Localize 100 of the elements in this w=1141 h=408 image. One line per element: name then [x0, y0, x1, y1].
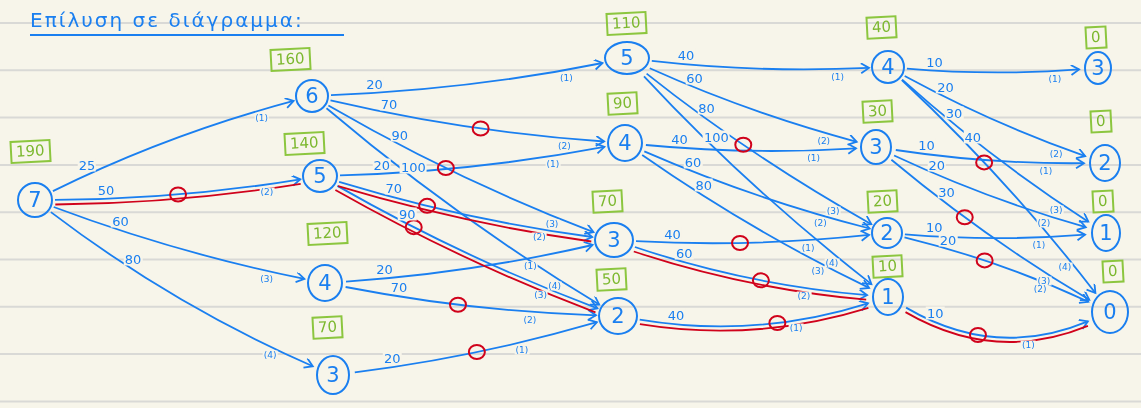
decision-index: (1) — [559, 73, 574, 83]
arrow — [893, 154, 1087, 231]
edge-label: 40 — [676, 48, 696, 62]
value-box: 110 — [605, 10, 648, 36]
edge-label: 80 — [123, 252, 143, 266]
state-circle: 3 — [1084, 51, 1112, 85]
decision-index: (2) — [1036, 218, 1052, 228]
decision-index: (1) — [1038, 166, 1054, 176]
arrow — [330, 58, 604, 97]
state-circle: 5 — [604, 41, 650, 75]
state-circle: 6 — [295, 79, 329, 113]
decision-index: (1) — [806, 153, 822, 163]
edge-label: 70 — [379, 97, 399, 111]
arrow — [353, 318, 598, 374]
edge-label: 60 — [683, 155, 703, 169]
edge-label: 80 — [697, 101, 716, 115]
edge-label: 40 — [963, 130, 983, 144]
decision-index: (1) — [1021, 340, 1036, 350]
arrow — [645, 142, 857, 155]
decision-index: (1) — [254, 113, 269, 123]
arrow — [325, 107, 601, 306]
arrow — [52, 97, 295, 192]
state-circle: 4 — [307, 264, 343, 302]
edge-label: 20 — [936, 80, 955, 94]
edge-label: 20 — [938, 233, 958, 247]
decision-index: (2) — [532, 232, 547, 242]
value-box: 70 — [591, 189, 624, 214]
value-box: 0 — [1101, 259, 1125, 284]
value-box: 30 — [861, 99, 894, 124]
decision-index: (1) — [1047, 74, 1063, 84]
value-box: 70 — [311, 315, 344, 340]
edge-label: 60 — [675, 246, 694, 260]
arrow — [52, 206, 306, 284]
arrow — [339, 142, 606, 177]
arrow — [643, 75, 873, 285]
edge-label: 20 — [375, 262, 394, 276]
decision-index: (2) — [259, 188, 275, 197]
value-box: 90 — [606, 91, 639, 116]
decision-index: (2) — [816, 136, 832, 146]
arrow — [903, 236, 1090, 304]
optimal-path-line — [639, 307, 870, 332]
decision-index: (2) — [522, 315, 538, 325]
decision-index: (3) — [825, 206, 841, 216]
arrow — [641, 154, 870, 290]
value-box: 190 — [9, 138, 52, 164]
decision-index: (1) — [545, 159, 561, 169]
edge-label: 90 — [398, 207, 417, 221]
edge-label: 40 — [670, 132, 689, 146]
value-box: 140 — [283, 130, 326, 156]
state-circle: 2 — [871, 217, 903, 249]
decision-index: (2) — [813, 218, 828, 228]
edge-label: 70 — [389, 280, 409, 294]
decision-index: (1) — [800, 243, 816, 253]
value-box: 160 — [269, 46, 312, 72]
edge-label: 30 — [937, 185, 956, 199]
decision-index: (3) — [1048, 205, 1064, 215]
arrow — [638, 299, 869, 328]
edge-label: 10 — [924, 220, 944, 234]
value-box: 10 — [871, 254, 904, 279]
value-box: 20 — [866, 189, 899, 214]
arrow — [329, 99, 605, 147]
arrow — [904, 229, 1086, 242]
edge-label: 20 — [365, 77, 384, 91]
arrow — [327, 104, 595, 235]
state-circle: 1 — [1091, 214, 1121, 252]
edge-label: 40 — [663, 227, 682, 241]
state-circle: 4 — [871, 50, 905, 84]
arrow — [890, 158, 1091, 301]
edge-label: 20 — [927, 158, 946, 172]
title: Επίλυση σε διάγραμμα: — [30, 8, 344, 36]
value-box: 0 — [1089, 109, 1113, 134]
edge-label: 20 — [383, 351, 402, 365]
decision-index: (1) — [830, 72, 845, 82]
edge-label: 60 — [111, 214, 130, 228]
edge-label: 50 — [96, 183, 116, 197]
decision-index: (4) — [262, 350, 278, 360]
decision-index: (3) — [533, 290, 549, 299]
decision-index: (2) — [1032, 284, 1048, 294]
value-box: 50 — [595, 267, 628, 292]
state-circle: 3 — [594, 222, 634, 258]
decision-index: (3) — [259, 274, 274, 284]
state-circle: 4 — [607, 124, 643, 162]
arrow — [643, 150, 871, 233]
edge-label: 20 — [372, 158, 391, 172]
state-circle: 3 — [316, 355, 350, 395]
decision-index: (2) — [557, 141, 572, 151]
arrow — [50, 211, 314, 369]
edge-label: 10 — [926, 306, 945, 320]
state-circle: 2 — [1089, 144, 1121, 182]
arrow — [645, 72, 873, 226]
decision-index: (3) — [810, 266, 826, 276]
edge-label: 100 — [400, 160, 427, 174]
arrow — [54, 174, 302, 201]
edge-label: 60 — [685, 71, 704, 85]
state-circle: 2 — [598, 297, 638, 335]
edge-label: 80 — [694, 178, 713, 192]
edge-label: 90 — [390, 128, 410, 142]
state-circle: 5 — [302, 159, 338, 193]
state-circle: 3 — [860, 129, 892, 165]
edge-label: 70 — [384, 181, 404, 195]
